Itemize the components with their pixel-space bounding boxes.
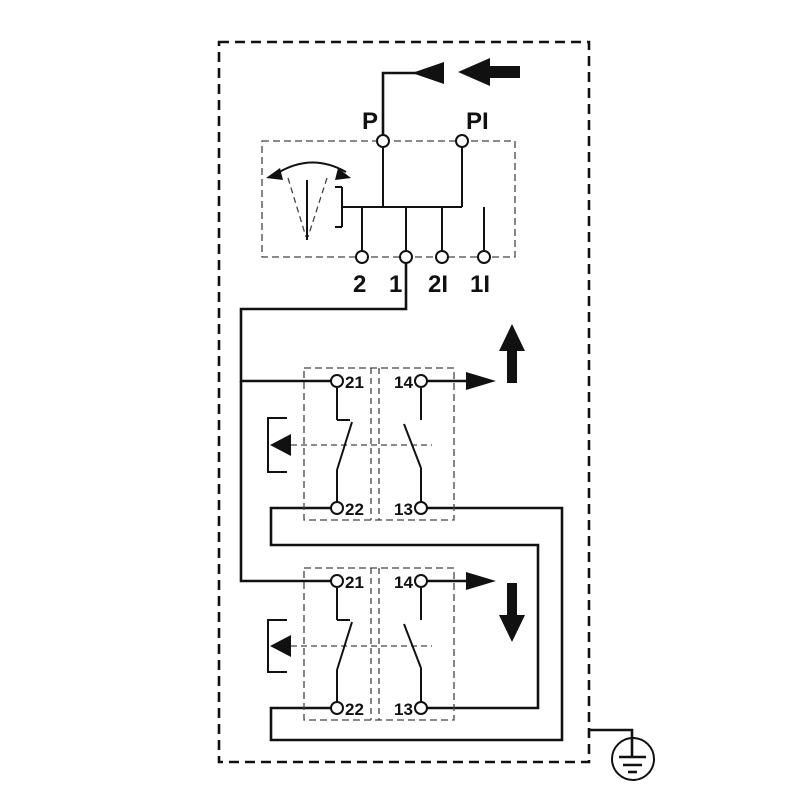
port-pi-terminal (455, 134, 469, 148)
terminal-1i (477, 250, 491, 264)
terminal-label-2i: 2I (428, 271, 448, 298)
upper-label-13: 13 (394, 500, 413, 519)
lower-terminal-14 (414, 574, 428, 588)
upper-terminal-22 (330, 501, 344, 515)
outer-enclosure (217, 40, 591, 764)
lower-label-21: 21 (345, 573, 364, 592)
arrow-up-icon (499, 324, 525, 383)
upper-label-22: 22 (345, 500, 364, 519)
input-arrow-icon (458, 58, 520, 86)
arrow-down-icon (499, 583, 525, 642)
port-label-pi: PI (466, 108, 489, 135)
contact-block-lower: 21 22 14 13 (267, 567, 525, 721)
feed-line (381, 62, 444, 140)
pressure-switch-block: P PI 2 1 2I 1I (261, 108, 516, 298)
upper-terminal-21 (330, 374, 344, 388)
port-label-p: P (362, 108, 378, 135)
terminal-2 (355, 250, 369, 264)
lower-label-14: 14 (394, 573, 413, 592)
upper-terminal-14 (414, 374, 428, 388)
upper-label-21: 21 (345, 373, 364, 392)
port-p-terminal (376, 134, 390, 148)
lower-label-22: 22 (345, 700, 364, 719)
terminal-label-1: 1 (389, 271, 402, 298)
pressure-switch-housing (261, 140, 516, 258)
terminal-2i (435, 250, 449, 264)
interconnect-wiring (239, 263, 634, 742)
lower-terminal-21 (330, 574, 344, 588)
adjustment-dial-icon (266, 161, 351, 240)
terminal-label-2: 2 (353, 271, 366, 298)
lower-terminal-13 (414, 701, 428, 715)
contact-block-upper: 21 22 14 13 (267, 324, 525, 521)
lower-terminal-22 (330, 701, 344, 715)
protective-earth-icon (611, 737, 655, 781)
upper-label-14: 14 (394, 373, 413, 392)
terminal-label-1i: 1I (470, 271, 490, 298)
upper-terminal-13 (414, 501, 428, 515)
terminal-1 (399, 250, 413, 264)
lower-label-13: 13 (394, 700, 413, 719)
